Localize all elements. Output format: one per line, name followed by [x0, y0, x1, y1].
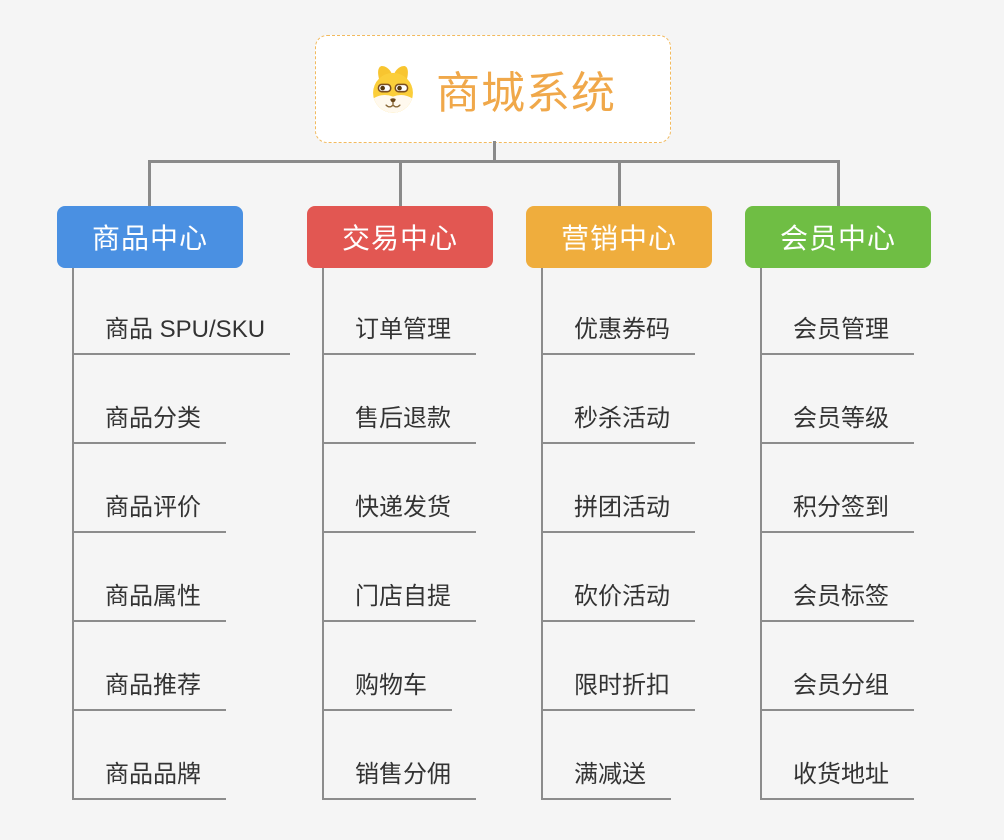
branch-marketing-center: 营销中心 优惠券码 秒杀活动 拼团活动 砍价活动 限时折扣 满减送 [526, 206, 756, 800]
leaf-node-member-management[interactable]: 会员管理 [760, 316, 914, 355]
leaf-node-coupon-code[interactable]: 优惠券码 [541, 316, 695, 355]
leaf-node-spend-save[interactable]: 满减送 [541, 761, 671, 800]
list-item: 门店自提 [322, 533, 537, 622]
leaf-node-points-checkin[interactable]: 积分签到 [760, 494, 914, 533]
branch-items-marketing-center: 优惠券码 秒杀活动 拼团活动 砍价活动 限时折扣 满减送 [541, 268, 756, 800]
list-item: 售后退款 [322, 355, 537, 444]
connector-root-stem [493, 141, 496, 161]
branch-header-product-center[interactable]: 商品中心 [57, 206, 243, 268]
leaf-node-store-pickup[interactable]: 门店自提 [322, 583, 476, 622]
list-item: 优惠券码 [541, 268, 756, 355]
branch-product-center: 商品中心 商品 SPU/SKU 商品分类 商品评价 商品属性 商品推荐 商品品牌 [57, 206, 291, 800]
connector-horizontal-bar [148, 160, 840, 163]
leaf-node-product-review[interactable]: 商品评价 [72, 494, 226, 533]
branch-header-marketing-center[interactable]: 营销中心 [526, 206, 712, 268]
list-item: 商品品牌 [72, 711, 287, 800]
list-item: 订单管理 [322, 268, 537, 355]
leaf-node-product-category[interactable]: 商品分类 [72, 405, 226, 444]
branch-trade-center: 交易中心 订单管理 售后退款 快递发货 门店自提 购物车 销售分佣 [307, 206, 537, 800]
branch-items-product-center: 商品 SPU/SKU 商品分类 商品评价 商品属性 商品推荐 商品品牌 [72, 268, 291, 800]
connector-drop-product [148, 160, 151, 207]
list-item: 商品推荐 [72, 622, 287, 711]
shiba-dog-icon [373, 66, 413, 113]
leaf-node-shopping-cart[interactable]: 购物车 [322, 672, 452, 711]
leaf-node-express-shipping[interactable]: 快递发货 [322, 494, 476, 533]
leaf-node-product-spu-sku[interactable]: 商品 SPU/SKU [72, 316, 291, 355]
leaf-node-bargain-activity[interactable]: 砍价活动 [541, 583, 695, 622]
leaf-node-product-recommend[interactable]: 商品推荐 [72, 672, 226, 711]
leaf-node-limited-time-discount[interactable]: 限时折扣 [541, 672, 695, 711]
leaf-node-flash-sale[interactable]: 秒杀活动 [541, 405, 695, 444]
list-item: 会员标签 [760, 533, 975, 622]
root-node[interactable]: 商城系统 [315, 35, 671, 143]
list-item: 商品评价 [72, 444, 287, 533]
list-item: 商品 SPU/SKU [72, 268, 291, 355]
leaf-node-product-brand[interactable]: 商品品牌 [72, 761, 226, 800]
list-item: 砍价活动 [541, 533, 756, 622]
list-item: 拼团活动 [541, 444, 756, 533]
list-item: 会员等级 [760, 355, 975, 444]
leaf-node-aftersale-refund[interactable]: 售后退款 [322, 405, 476, 444]
leaf-node-sales-commission[interactable]: 销售分佣 [322, 761, 476, 800]
list-item: 商品属性 [72, 533, 287, 622]
list-item: 销售分佣 [322, 711, 537, 800]
leaf-node-member-level[interactable]: 会员等级 [760, 405, 914, 444]
branch-header-trade-center[interactable]: 交易中心 [307, 206, 493, 268]
list-item: 快递发货 [322, 444, 537, 533]
branch-header-member-center[interactable]: 会员中心 [745, 206, 931, 268]
list-item: 秒杀活动 [541, 355, 756, 444]
list-item: 满减送 [541, 711, 756, 800]
connector-drop-member [837, 160, 840, 207]
list-item: 限时折扣 [541, 622, 756, 711]
list-item: 收货地址 [760, 711, 975, 800]
list-item: 会员分组 [760, 622, 975, 711]
list-item: 积分签到 [760, 444, 975, 533]
list-item: 商品分类 [72, 355, 287, 444]
connector-drop-marketing [618, 160, 621, 207]
leaf-node-group-buy[interactable]: 拼团活动 [541, 494, 695, 533]
root-title: 商城系统 [436, 69, 616, 118]
connector-drop-trade [399, 160, 402, 207]
leaf-node-shipping-address[interactable]: 收货地址 [760, 761, 914, 800]
branch-items-member-center: 会员管理 会员等级 积分签到 会员标签 会员分组 收货地址 [760, 268, 975, 800]
leaf-node-member-tag[interactable]: 会员标签 [760, 583, 914, 622]
branch-items-trade-center: 订单管理 售后退款 快递发货 门店自提 购物车 销售分佣 [322, 268, 537, 800]
list-item: 会员管理 [760, 268, 975, 355]
leaf-node-member-group[interactable]: 会员分组 [760, 672, 914, 711]
branch-member-center: 会员中心 会员管理 会员等级 积分签到 会员标签 会员分组 收货地址 [745, 206, 975, 800]
leaf-node-product-attribute[interactable]: 商品属性 [72, 583, 226, 622]
list-item: 购物车 [322, 622, 537, 711]
leaf-node-order-management[interactable]: 订单管理 [322, 316, 476, 355]
